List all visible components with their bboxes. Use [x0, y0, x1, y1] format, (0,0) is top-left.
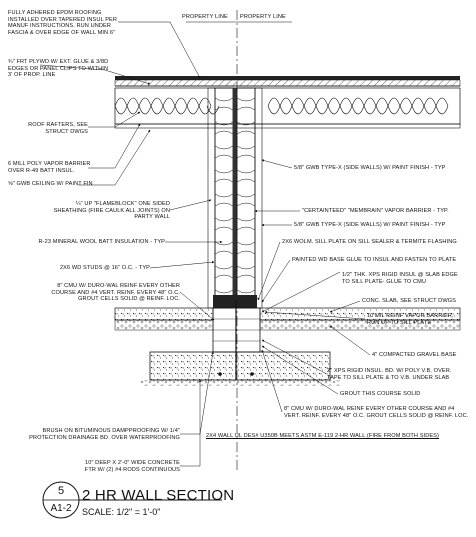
- drawing-title: 2 HR WALL SECTION: [82, 487, 235, 504]
- party-wall: [207, 87, 263, 309]
- foundation: [114, 300, 461, 386]
- sheet-number: A1-2: [50, 503, 72, 514]
- note-wd-studs: 2x6 WD STUDS @ 16" O.C. - TYP: [59, 265, 150, 271]
- note-sill-plate: 2x6 WOLM. SILL PLATE ON SILL SEALER & TE…: [282, 239, 457, 245]
- property-line-label-left: PROPERTY LINE: [182, 14, 228, 20]
- note-mineral-wool: R-23 MINERAL WOOL BATT INSULATION - TYP: [38, 239, 165, 245]
- note-poly-vapor-barrier: 6 MILL POLY VAPOR BARRIER OVER R-49 BATT…: [8, 161, 91, 174]
- note-grout-course: GROUT THIS COURSE SOLID: [340, 391, 421, 397]
- note-xps-slab-edge: 1/2" THK. XPS RIGID INSUL @ SLAB EDGE TO…: [342, 272, 458, 285]
- property-line-label-right: PROPERTY LINE: [240, 14, 286, 20]
- note-conc-slab: CONC. SLAB, SEE STRUCT DWGS: [362, 298, 456, 304]
- note-painted-base: PAINTED WD BASE GLUE TO INSUL AND FASTEN…: [292, 257, 457, 263]
- note-gwb-type-x-upper: 5/8" GWB TYPE-X (SIDE WALLS) w/ PAINT FI…: [294, 165, 446, 171]
- note-cmu-left: 8" CMU W/ DURO-WAL REINF EVERY OTHER COU…: [51, 283, 180, 303]
- leader-lines: [39, 21, 371, 467]
- note-concrete-footing: 10" DEEP x 2'-0" WIDE CONCRETE FTR W/ (2…: [84, 460, 180, 473]
- note-flameblock-sheathing: ¼" UP "FLAMEBLOCK" ONE SIDED SHEATHING (…: [53, 201, 170, 221]
- detail-number: 5: [57, 485, 65, 497]
- roof-assembly: [114, 76, 461, 129]
- note-frt-plywood: ¾" FRT PLYWD W/ EXT. GLUE & 3/8d EDGES O…: [8, 59, 109, 79]
- note-membrain-vapor: "CERTAINTEED" "MEMBRAIN" VAPOR BARRIER -…: [302, 208, 449, 214]
- detail-bubble: [42, 481, 222, 519]
- drawing-scale: SCALE: 1/2" = 1'-0": [82, 507, 161, 517]
- note-roof-rafters: ROOF RAFTERS, SEE STRUCT DWGS: [28, 122, 88, 135]
- note-gravel-base: 4" COMPACTED GRAVEL BASE: [372, 352, 457, 358]
- note-gwb-type-x-lower: 5/8" GWB TYPE-X (SIDE WALLS) w/ PAINT FI…: [294, 222, 446, 228]
- note-epdm-roofing: FULLY ADHERED EPDM ROOFING INSTALLED OVE…: [8, 10, 117, 36]
- note-reinf-vapor-barrier: 10 MIL REINF VAPOR BARRIER, RUN UP TO SI…: [367, 313, 454, 326]
- note-ul-design: 2x4 WALL UL DES# U350B MEETS ASTM E-119 …: [206, 433, 439, 439]
- note-gwb-ceiling: ⅝" GWB CEILING W/ PAINT FIN: [8, 181, 93, 187]
- note-cmu-right: 8" CMU W/ DURO-WAL REINF EVERY OTHER COU…: [284, 406, 469, 419]
- note-dampproofing: BRUSH ON BITUMINOUS DAMPPROOFING W/ 1/4"…: [29, 428, 180, 441]
- note-xps-rigid-bd: 2" XPS RIGID INSUL. BD. W/ POLY V.B. OVE…: [327, 368, 452, 381]
